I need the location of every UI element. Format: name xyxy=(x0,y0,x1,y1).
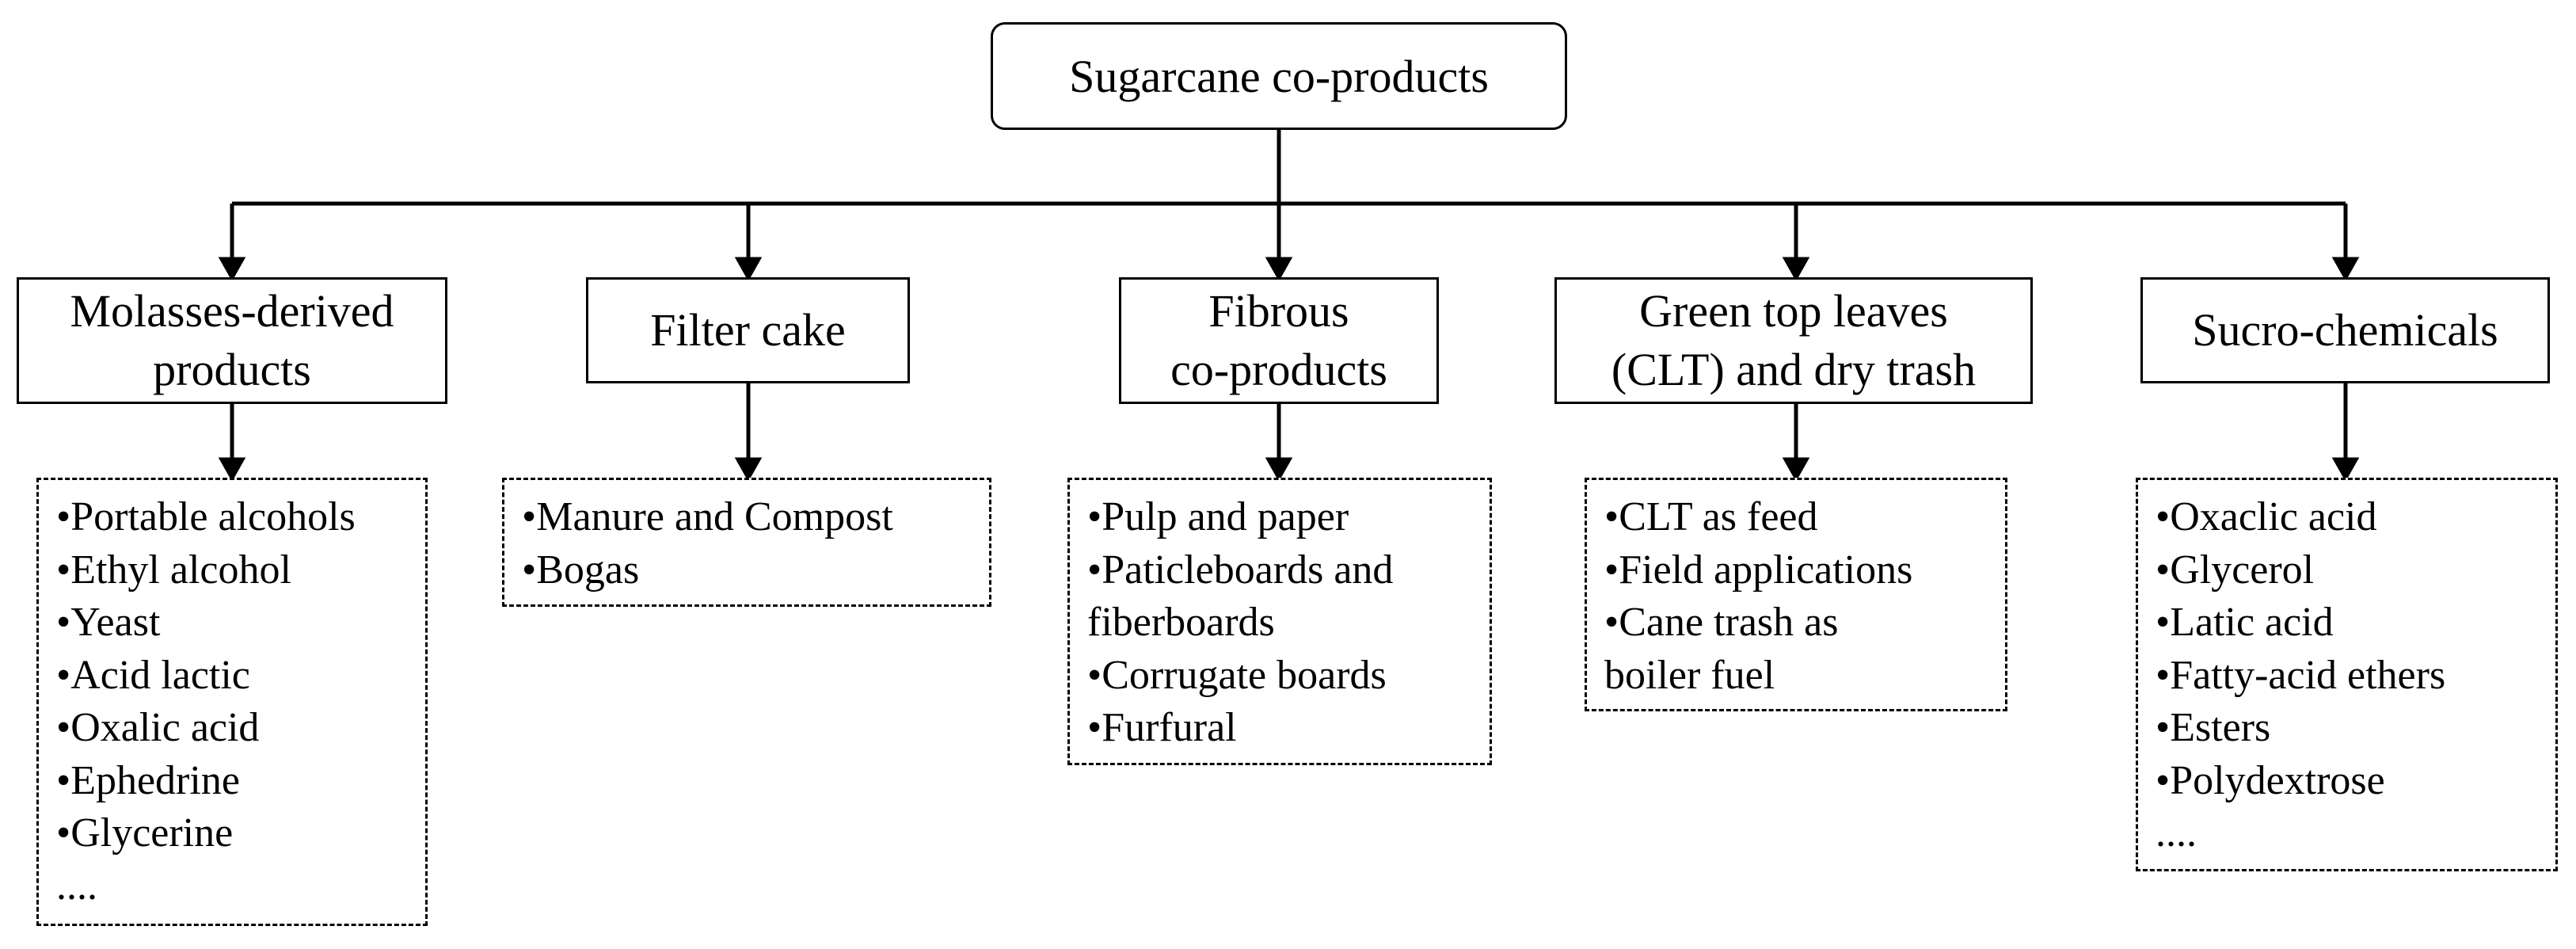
list-item: •Furfural xyxy=(1087,705,1237,750)
list-item: .... xyxy=(2156,810,2197,856)
list-item: •Corrugate boards xyxy=(1087,652,1387,698)
arrowhead-molasses-list xyxy=(218,457,246,482)
arrowhead-filter-cake xyxy=(734,257,763,282)
category-title-line: (CLT) and dry trash xyxy=(1611,344,1977,395)
list-item: •Oxaclic acid xyxy=(2156,494,2377,539)
arrowhead-green-top-list xyxy=(1782,457,1810,482)
category-sucro-chemicals: Sucro-chemicals xyxy=(2140,277,2550,383)
category-title-line: products xyxy=(153,344,311,395)
list-filter-cake: •Manure and Compost •Bogas xyxy=(502,478,991,607)
list-item: •Polydextrose xyxy=(2156,757,2385,803)
list-item: •Fatty-acid ethers xyxy=(2156,652,2446,698)
category-filter-cake: Filter cake xyxy=(586,277,910,383)
category-title-line: Sucro-chemicals xyxy=(2192,304,2498,356)
category-title-line: Fibrous xyxy=(1208,285,1349,337)
category-green-top-leaves-and-dry-trash: Green top leaves (CLT) and dry trash xyxy=(1554,277,2033,404)
list-item: fiberboards xyxy=(1087,600,1275,645)
list-item: •Manure and Compost xyxy=(522,494,893,539)
category-title-line: Filter cake xyxy=(650,304,846,356)
list-item: •Portable alcohols xyxy=(56,494,356,539)
arrowhead-sucro-list xyxy=(2331,457,2360,482)
list-item: •Glycerol xyxy=(2156,547,2315,593)
list-item: •Paticleboards and xyxy=(1087,547,1394,593)
arrowhead-green-top-leaves xyxy=(1782,257,1810,282)
list-item: •Bogas xyxy=(522,547,640,593)
list-molasses-derived-products: •Portable alcohols •Ethyl alcohol •Yeast… xyxy=(36,478,428,926)
list-item: •CLT as feed xyxy=(1604,494,1818,539)
list-item: •Acid lactic xyxy=(56,652,250,698)
arrowhead-molasses-derived-products xyxy=(218,257,246,282)
list-item: •Oxalic acid xyxy=(56,705,260,750)
root-label: Sugarcane co-products xyxy=(1069,50,1489,102)
list-item: boiler fuel xyxy=(1604,652,1775,698)
list-item: •Ethyl alcohol xyxy=(56,547,291,593)
list-item: •Glycerine xyxy=(56,810,234,856)
category-title-line: Green top leaves xyxy=(1639,285,1948,337)
list-item: •Pulp and paper xyxy=(1087,494,1349,539)
category-fibrous-co-products: Fibrous co-products xyxy=(1119,277,1439,404)
root-node: Sugarcane co-products xyxy=(991,22,1567,130)
arrowhead-fibrous-list xyxy=(1265,457,1293,482)
list-item: •Cane trash as xyxy=(1604,600,1839,645)
list-item: •Field applications xyxy=(1604,547,1913,593)
list-sucro-chemicals: •Oxaclic acid •Glycerol •Latic acid •Fat… xyxy=(2136,478,2558,871)
list-item: •Ephedrine xyxy=(56,757,240,803)
category-title-line: Molasses-derived xyxy=(70,285,394,337)
list-fibrous-co-products: •Pulp and paper •Paticleboards and fiber… xyxy=(1067,478,1492,765)
list-item: .... xyxy=(56,863,97,909)
category-title-line: co-products xyxy=(1170,344,1387,395)
list-green-top-leaves-and-dry-trash: •CLT as feed •Field applications •Cane t… xyxy=(1585,478,2007,711)
arrowhead-sucro-chemicals xyxy=(2331,257,2360,282)
list-item: •Yeast xyxy=(56,600,161,645)
list-item: •Esters xyxy=(2156,705,2271,750)
arrowhead-filter-cake-list xyxy=(734,457,763,482)
category-molasses-derived-products: Molasses-derived products xyxy=(17,277,447,404)
arrowhead-fibrous-co-products xyxy=(1265,257,1293,282)
list-item: •Latic acid xyxy=(2156,600,2334,645)
